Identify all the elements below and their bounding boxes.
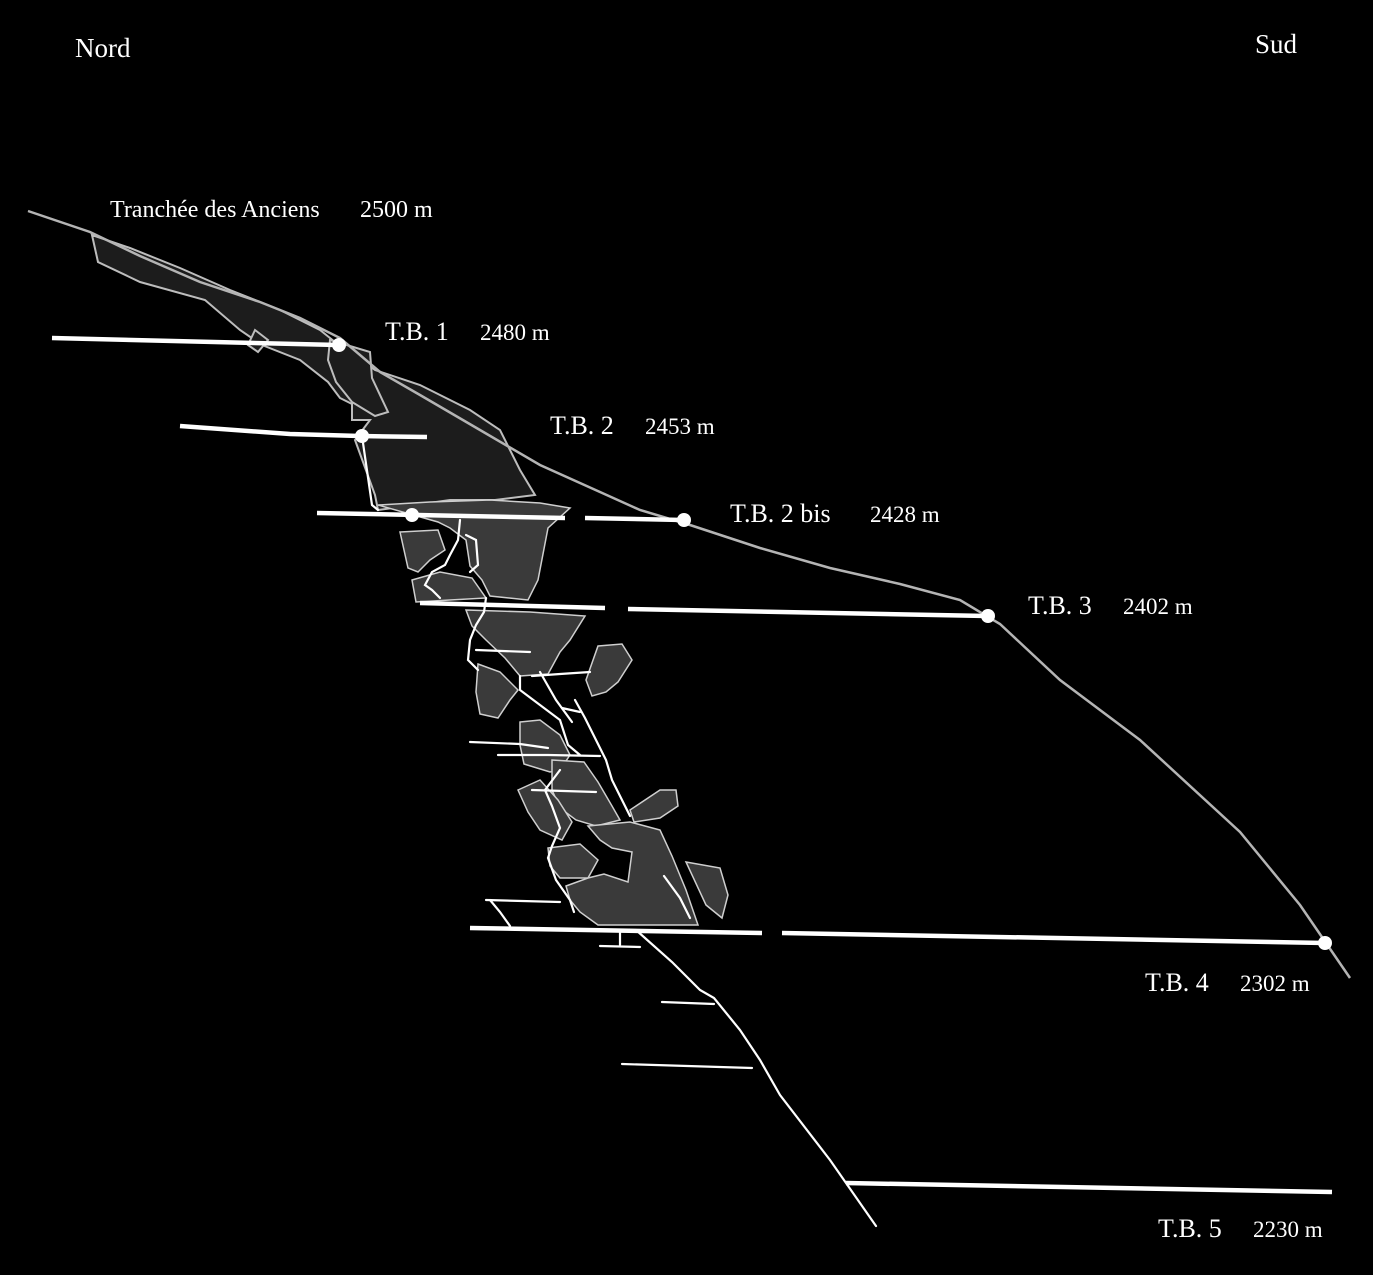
direction-south-label: Sud bbox=[1255, 29, 1298, 59]
entrance-tb2bis-west bbox=[405, 508, 419, 522]
level-elevation-tb2: 2453 m bbox=[645, 414, 715, 439]
entrance-tb4 bbox=[1318, 936, 1332, 950]
entrance-tb3 bbox=[981, 609, 995, 623]
level-elevation-tb2bis: 2428 m bbox=[870, 502, 940, 527]
gallery-tb2 bbox=[179, 423, 428, 440]
lower-ore-bodies bbox=[377, 499, 729, 926]
level-name-tb5: T.B. 5 bbox=[1158, 1214, 1222, 1243]
gallery-tb1 bbox=[51, 335, 339, 348]
level-elevation-tb4: 2302 m bbox=[1240, 971, 1310, 996]
internal-galleries bbox=[360, 434, 878, 1228]
gallery-entrances bbox=[332, 338, 1332, 950]
level-name-tb2: T.B. 2 bbox=[550, 411, 614, 440]
gallery-tb3-east bbox=[627, 606, 988, 619]
entrance-tb1 bbox=[332, 338, 346, 352]
top-label-name: Tranchée des Anciens bbox=[110, 197, 320, 223]
gallery-tb3-west bbox=[419, 600, 606, 611]
entrance-tb2bis bbox=[677, 513, 691, 527]
level-elevation-tb1: 2480 m bbox=[480, 320, 550, 345]
gallery-tb4-east bbox=[781, 930, 1326, 946]
level-name-tb2bis: T.B. 2 bis bbox=[730, 499, 831, 528]
top-label-elevation: 2500 m bbox=[360, 197, 433, 223]
main-galleries bbox=[51, 335, 1333, 1195]
gallery-tb2bis-west bbox=[316, 510, 566, 521]
gallery-tb4-west bbox=[469, 925, 763, 936]
level-name-tb1: T.B. 1 bbox=[385, 317, 449, 346]
level-elevation-tb5: 2230 m bbox=[1253, 1217, 1323, 1242]
level-elevation-tb3: 2402 m bbox=[1123, 594, 1193, 619]
level-name-tb3: T.B. 3 bbox=[1028, 591, 1092, 620]
gallery-tb5 bbox=[845, 1180, 1333, 1195]
surface-profile bbox=[27, 209, 1352, 979]
gallery-tb2bis-east bbox=[584, 515, 684, 523]
entrance-tb2 bbox=[355, 429, 369, 443]
level-name-tb4: T.B. 4 bbox=[1145, 968, 1209, 997]
direction-north-label: Nord bbox=[75, 33, 131, 63]
